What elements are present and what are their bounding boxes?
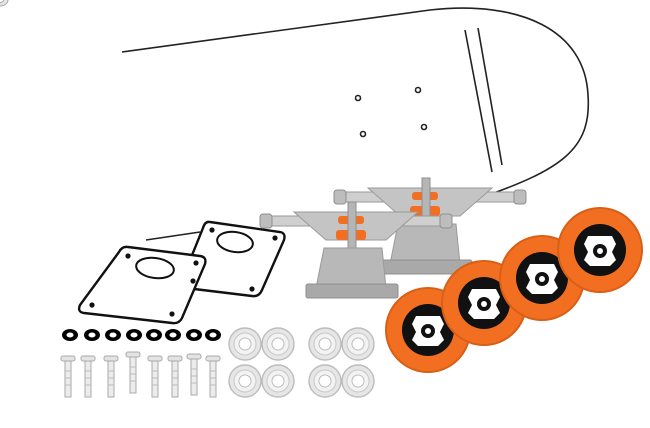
bolt-row bbox=[60, 351, 221, 398]
riser-pad-holes bbox=[89, 227, 278, 317]
bolt bbox=[125, 351, 141, 394]
bolt bbox=[205, 355, 221, 398]
bearing bbox=[228, 364, 262, 398]
bearing bbox=[261, 364, 295, 398]
wheel bbox=[557, 207, 643, 293]
deck-lower-edge bbox=[145, 231, 201, 241]
bolt bbox=[103, 355, 119, 398]
riser-pads bbox=[77, 220, 286, 325]
deck-bolt-hole bbox=[359, 130, 367, 138]
deck-bolt-hole bbox=[420, 123, 428, 131]
deck-side-line-2 bbox=[477, 27, 503, 166]
bearing bbox=[228, 327, 262, 361]
nut bbox=[83, 328, 101, 342]
bolt bbox=[147, 355, 163, 398]
deck-bolt-hole bbox=[354, 94, 362, 102]
deck-outline bbox=[121, 7, 590, 229]
riser-pad-hole bbox=[135, 256, 175, 280]
bolt bbox=[186, 353, 202, 396]
nut bbox=[145, 328, 163, 342]
nut bbox=[125, 328, 143, 342]
deck-bolt-hole bbox=[414, 86, 422, 94]
pad-screw-dot bbox=[193, 260, 199, 266]
pad-screw-dot bbox=[209, 227, 215, 233]
nut bbox=[204, 328, 222, 342]
nuts bbox=[0, 0, 9, 7]
bearing bbox=[308, 364, 342, 398]
nut bbox=[61, 328, 79, 342]
bolt bbox=[167, 355, 183, 398]
deck bbox=[121, 7, 590, 241]
bearing bbox=[308, 327, 342, 361]
pad-screw-dot bbox=[272, 235, 278, 241]
riser-pad-hole bbox=[216, 230, 254, 254]
pad-screw-dot bbox=[190, 278, 196, 284]
bearing bbox=[341, 364, 375, 398]
bearing bbox=[341, 327, 375, 361]
pad-screw-dot bbox=[169, 311, 175, 317]
nut bbox=[104, 328, 122, 342]
riser-pad-front bbox=[77, 245, 207, 325]
bolt bbox=[60, 355, 76, 398]
deck-side-line-1 bbox=[464, 29, 493, 173]
nut-row bbox=[61, 328, 222, 342]
pad-screw-dot bbox=[89, 302, 95, 308]
pad-screw-dot bbox=[249, 286, 255, 292]
bolt bbox=[80, 355, 96, 398]
bearing bbox=[261, 327, 295, 361]
pad-screw-dot bbox=[125, 253, 131, 259]
nut bbox=[164, 328, 182, 342]
bearings bbox=[228, 327, 375, 398]
nut bbox=[185, 328, 203, 342]
riser-pad-back bbox=[180, 220, 286, 298]
